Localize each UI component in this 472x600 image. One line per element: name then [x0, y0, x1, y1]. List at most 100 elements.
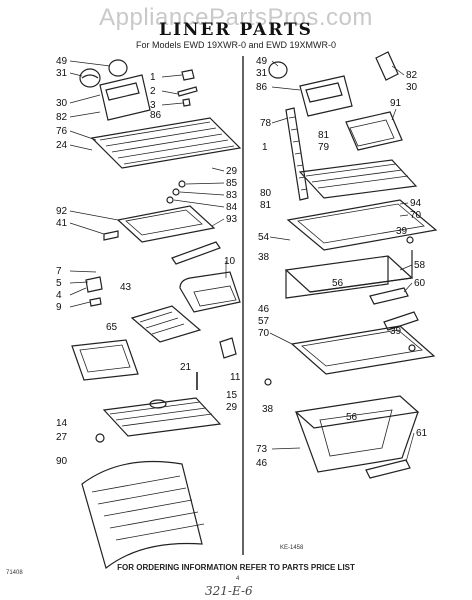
callout-label: 30 [56, 98, 68, 109]
callout-label: 11 [230, 372, 241, 383]
figure-code-ke: KE-1458 [280, 545, 304, 551]
callout-label: 27 [56, 432, 68, 443]
callout-label: 38 [258, 252, 270, 263]
left-crisper-rack [81, 460, 203, 570]
callout-label: 46 [256, 458, 268, 469]
callout-label: 43 [120, 282, 132, 293]
callout-label: 80 [260, 188, 272, 199]
left-socket-detail [81, 74, 99, 79]
right-screw-38 [264, 378, 272, 386]
right-bulb [268, 61, 288, 79]
callout-label: 93 [226, 214, 238, 225]
left-part-2 [177, 86, 198, 97]
right-glass-shelf-lower-inner [301, 329, 423, 367]
callout-label: 41 [56, 218, 68, 229]
right-butter-bin-inner [349, 119, 395, 147]
callout-label: 49 [256, 56, 268, 67]
callout-label: 49 [56, 56, 68, 67]
callout-label: 61 [416, 428, 428, 439]
left-bracket-4 [85, 276, 103, 293]
callout-label: 57 [258, 316, 270, 327]
left-control-box [99, 74, 151, 121]
callout-label: 58 [414, 260, 426, 271]
left-container [71, 339, 139, 381]
callout-label: 14 [56, 418, 68, 429]
callout-label: 60 [414, 278, 426, 289]
left-egg-tray [130, 305, 202, 343]
callout-label: 5 [56, 278, 62, 289]
callout-label: 94 [410, 198, 422, 209]
callout-label: 73 [256, 444, 268, 455]
callout-label: 38 [262, 404, 274, 415]
callout-label: 7 [56, 266, 62, 277]
callout-label: 29 [226, 402, 238, 413]
left-egg-tray-rows [139, 311, 185, 335]
left-screw-84 [166, 196, 174, 204]
callout-label: 39 [396, 226, 408, 237]
callout-label: 86 [256, 82, 268, 93]
left-container-inner [79, 344, 131, 373]
watermark: AppliancePartsPros.com [99, 4, 373, 31]
right-crisper-rail [383, 311, 419, 331]
right-rail-slots [288, 116, 308, 191]
left-control-face [105, 82, 140, 101]
right-clip-39 [406, 236, 414, 244]
page-number: 4 [236, 576, 240, 582]
callout-label: 31 [256, 68, 268, 79]
diagram-subtitle: For Models EWD 19XWR-0 and EWD 19XMWR-0 [135, 40, 337, 50]
callout-label: 21 [180, 362, 192, 373]
callout-label: 70 [410, 210, 422, 221]
left-screw-83 [172, 188, 180, 196]
right-control-box [299, 75, 353, 117]
callout-label: 85 [226, 178, 238, 189]
callout-label: 82 [406, 70, 418, 81]
left-clip-9 [89, 297, 102, 307]
left-dairy-bin [179, 271, 241, 313]
right-butter-bin [345, 111, 403, 151]
left-dairy-bin-front [193, 285, 237, 307]
callout-label: 76 [56, 126, 68, 137]
right-crisper-trim [369, 287, 409, 305]
callout-label: 3 [150, 100, 156, 111]
right-wire-shelf [298, 159, 418, 199]
right-wire-shelf-wires [305, 163, 409, 189]
left-bulb [108, 59, 128, 77]
callout-label: 31 [56, 68, 68, 79]
callout-label: 46 [258, 304, 270, 315]
right-crisper-front [309, 250, 413, 293]
left-crisper-rack-wires [91, 475, 205, 541]
left-screw-85 [178, 180, 186, 188]
callout-label: 82 [56, 112, 68, 123]
callout-label: 2 [150, 86, 156, 97]
right-glass-shelf-lower [290, 325, 436, 375]
callout-label: 30 [406, 82, 418, 93]
right-meat-drawer-inner [319, 409, 393, 457]
right-glass-shelf-upper-inner [297, 203, 425, 244]
ordering-footer: FOR ORDERING INFORMATION REFER TO PARTS … [117, 563, 355, 572]
callout-label: 92 [56, 206, 68, 217]
callout-label: 56 [332, 278, 344, 289]
right-glass-shelf-upper [286, 199, 438, 251]
callout-label: 79 [318, 142, 330, 153]
callout-label: 10 [224, 256, 236, 267]
callout-label: 65 [106, 322, 118, 333]
handwritten-note: 321-E-6 [205, 584, 253, 598]
diagram-title: LINER PARTS [159, 20, 313, 40]
callout-label: 86 [150, 110, 162, 121]
callout-label: 83 [226, 190, 238, 201]
callout-label: 1 [150, 72, 156, 83]
figure-code-left: 71408 [6, 570, 23, 576]
callout-label: 29 [226, 166, 238, 177]
left-bottom-shelf [102, 397, 222, 437]
callout-label: 9 [56, 302, 62, 313]
left-top-shelf [90, 117, 242, 169]
right-callout-labels: 49 31 86 82 30 91 78 81 79 1 80 81 94 70… [256, 56, 428, 469]
left-glass-shelf [116, 205, 216, 243]
callout-label: 81 [318, 130, 330, 141]
left-hinge-11 [219, 337, 237, 359]
left-shelf-trim [171, 241, 221, 265]
left-knob-27 [95, 433, 105, 443]
left-part-1 [181, 69, 195, 81]
left-socket [79, 68, 101, 88]
